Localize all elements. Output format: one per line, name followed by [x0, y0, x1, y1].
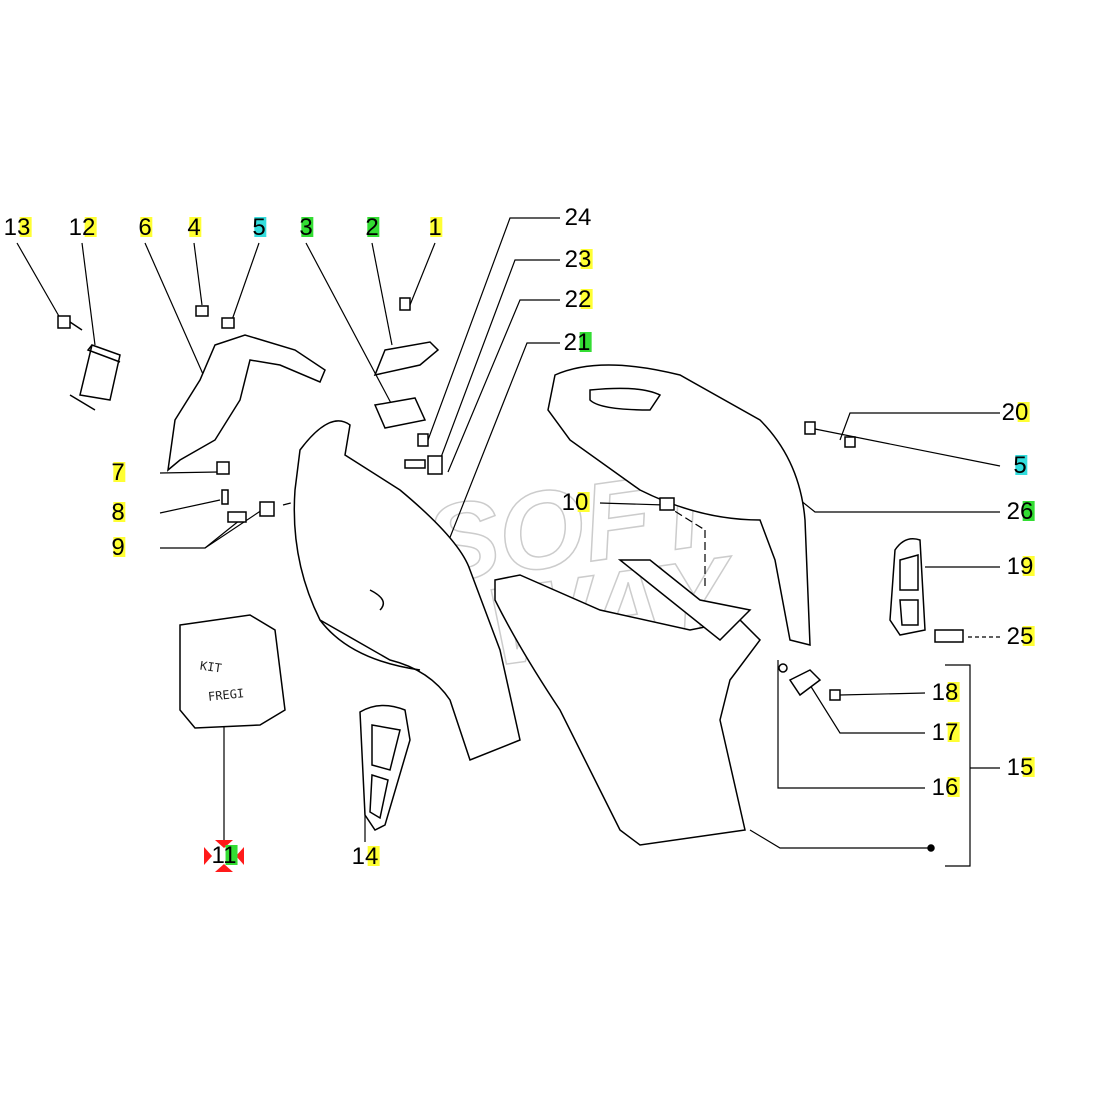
callout-26: 26	[1006, 498, 1035, 525]
callout-15: 15	[1006, 754, 1035, 781]
callout-25: 25	[1006, 623, 1035, 650]
callout-number: 11	[211, 842, 237, 869]
callout-number: 17	[931, 719, 959, 746]
callout-number: 9	[111, 534, 125, 561]
callout-number: 1	[428, 214, 442, 241]
callout-9: 9	[111, 534, 126, 561]
callout-number: 5	[1013, 452, 1027, 479]
callout-1: 1	[428, 214, 443, 241]
part-3-pad	[373, 397, 427, 429]
callout-number: 19	[1006, 553, 1034, 580]
callout-5: 5	[1013, 452, 1028, 479]
part-2-plate	[373, 341, 440, 377]
callout-number: 6	[138, 214, 152, 241]
fasteners	[195, 297, 964, 701]
callout-19: 19	[1006, 553, 1035, 580]
position-marker	[204, 840, 244, 872]
callout-4: 4	[187, 214, 202, 241]
leader-lines	[16, 217, 1001, 867]
callout-number: 25	[1006, 623, 1034, 650]
callout-number: 7	[111, 459, 125, 486]
callout-number: 20	[1001, 399, 1029, 426]
callout-number: 3	[299, 214, 313, 241]
callout-23: 23	[564, 246, 593, 273]
part-21-front-shield	[293, 420, 521, 761]
callout-number: 10	[561, 489, 589, 516]
callout-5: 5	[252, 214, 267, 241]
callout-number: 22	[564, 286, 592, 313]
callout-number: 16	[931, 774, 959, 801]
callout-number: 12	[68, 214, 96, 241]
callout-17: 17	[931, 719, 960, 746]
callout-2: 2	[365, 214, 380, 241]
kit-bag-label-line1: KIT	[199, 658, 223, 676]
callout-3: 3	[299, 214, 314, 241]
part-26-leg-shield	[547, 364, 811, 646]
callout-22: 22	[564, 286, 593, 313]
part-12-bracket	[69, 344, 121, 411]
callout-number: 4	[187, 214, 201, 241]
callout-number: 18	[931, 679, 959, 706]
callout-8: 8	[111, 499, 126, 526]
callout-13: 13	[3, 214, 32, 241]
part-19-side-light	[889, 538, 926, 636]
callout-number: 2	[365, 214, 379, 241]
callout-11: 11	[211, 842, 238, 869]
callout-number: 26	[1006, 498, 1034, 525]
part-11-kit-bag	[179, 614, 286, 729]
callout-12: 12	[68, 214, 97, 241]
callout-number: 14	[351, 843, 379, 870]
callout-16: 16	[931, 774, 960, 801]
part-6-bracket	[166, 334, 326, 472]
callout-number: 21	[563, 329, 591, 356]
callout-number: 8	[111, 499, 125, 526]
callout-10: 10	[561, 489, 590, 516]
part-15-lower-shield	[494, 574, 761, 846]
callout-24: 24	[565, 206, 592, 230]
callout-18: 18	[931, 679, 960, 706]
callout-21: 21	[563, 329, 592, 356]
callout-6: 6	[138, 214, 153, 241]
callout-number: 23	[564, 246, 592, 273]
callout-number: 15	[1006, 754, 1034, 781]
reference-dot	[927, 844, 935, 852]
part-13-bolt	[57, 315, 83, 331]
callout-number: 13	[3, 214, 31, 241]
part-14-side-light	[359, 704, 411, 831]
callout-7: 7	[111, 459, 126, 486]
callout-20: 20	[1001, 399, 1030, 426]
callout-number: 5	[252, 214, 266, 241]
callout-14: 14	[351, 843, 380, 870]
callout-number: 24	[564, 204, 592, 231]
